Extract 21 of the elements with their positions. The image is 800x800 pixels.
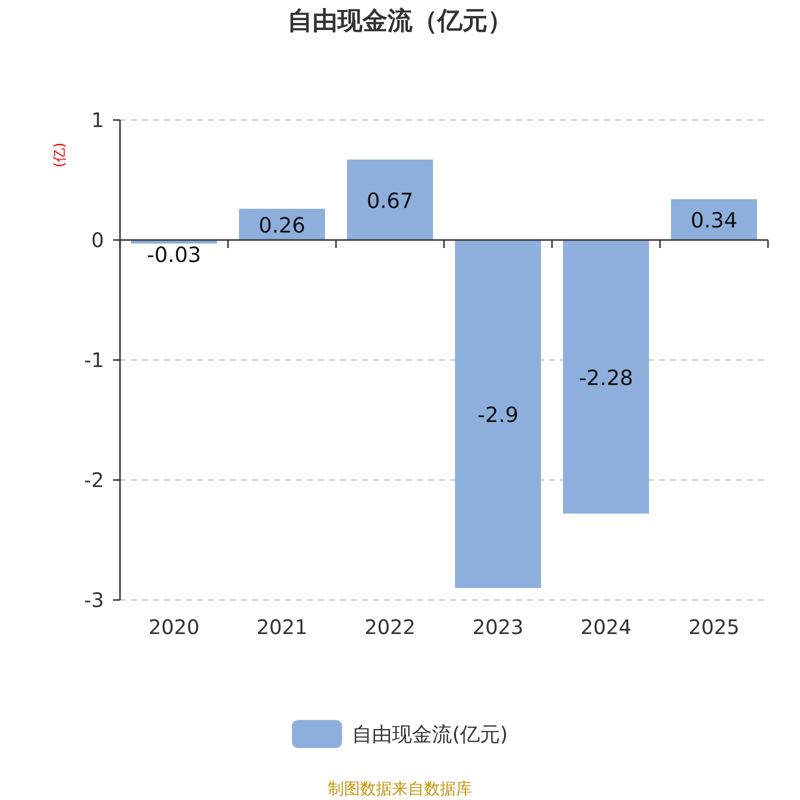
legend-label: 自由现金流(亿元) [352,720,508,748]
value-label: 0.26 [258,213,306,238]
value-label: 0.67 [366,188,414,213]
value-label: -2.9 [478,403,518,427]
category-label: 2020 [148,615,200,639]
source-note: 制图数据来自数据库 [327,779,473,800]
tick-label: -1 [84,348,104,372]
category-label: 2023 [472,615,524,639]
tick-label: -2 [84,468,104,492]
chart-title: 自由现金流（亿元） [286,5,514,37]
category-label: 2021 [256,615,308,639]
category-label: 2025 [688,615,740,639]
tick-label: 0 [91,228,104,252]
axis-title: (亿) [52,142,68,168]
value-label: -0.03 [146,243,202,267]
category-label: 2022 [364,615,416,639]
tick-label: 1 [91,108,104,132]
category-label: 2024 [580,615,632,639]
value-label: -2.28 [578,366,634,390]
tick-label: -3 [84,588,104,612]
value-label: 0.34 [690,208,738,233]
